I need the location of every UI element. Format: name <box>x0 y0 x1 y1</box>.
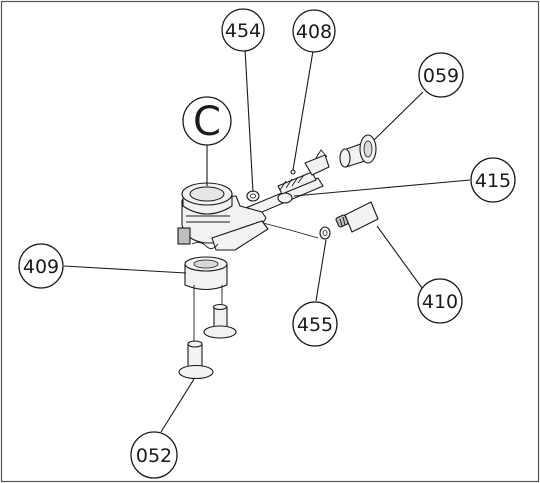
housing-flange <box>211 220 269 251</box>
spring-coil <box>279 174 305 191</box>
leader-lines <box>63 48 471 433</box>
callout-label: 455 <box>297 314 333 336</box>
callout-label: 409 <box>23 256 59 278</box>
housing-tab <box>177 227 191 245</box>
callout-410: 410 <box>417 278 463 324</box>
screw-head-left <box>178 364 214 380</box>
callout-052: 052 <box>130 431 178 479</box>
pin-clip <box>304 154 330 176</box>
callout-454: 454 <box>221 8 265 52</box>
clip-hook <box>315 149 328 159</box>
callout-label: 059 <box>423 65 459 87</box>
group-label: C <box>193 99 221 145</box>
callout-label: 408 <box>296 21 332 43</box>
parts-drawing <box>177 134 379 380</box>
shaft-collar <box>277 192 293 204</box>
bowl-inner <box>189 186 225 202</box>
group-callout-C: C <box>182 96 232 146</box>
callout-408: 408 <box>292 9 336 53</box>
callout-059: 059 <box>418 52 464 98</box>
callout-409: 409 <box>18 243 64 289</box>
screw-head-right <box>203 325 237 339</box>
guide-line <box>262 222 319 239</box>
connector-body <box>344 201 379 233</box>
callout-455: 455 <box>292 301 338 347</box>
spring-409 <box>191 241 219 249</box>
leader-454 <box>244 48 254 193</box>
leader-408 <box>292 50 314 171</box>
leader-455 <box>315 239 327 302</box>
callout-415: 415 <box>470 157 516 203</box>
leader-415 <box>293 179 471 197</box>
pin-tip <box>290 169 296 175</box>
cap-end <box>339 148 351 168</box>
callout-label: 454 <box>225 20 261 42</box>
callout-label: 410 <box>422 291 458 313</box>
leader-409 <box>63 265 187 274</box>
spring-pin <box>277 171 317 195</box>
screw-shank-right <box>213 306 228 329</box>
screw-shank-left <box>187 343 203 369</box>
leader-052 <box>160 378 195 433</box>
callout-label: 415 <box>475 170 511 192</box>
leader-059 <box>373 91 424 141</box>
callout-label: 052 <box>136 445 172 467</box>
leader-410 <box>376 225 423 289</box>
